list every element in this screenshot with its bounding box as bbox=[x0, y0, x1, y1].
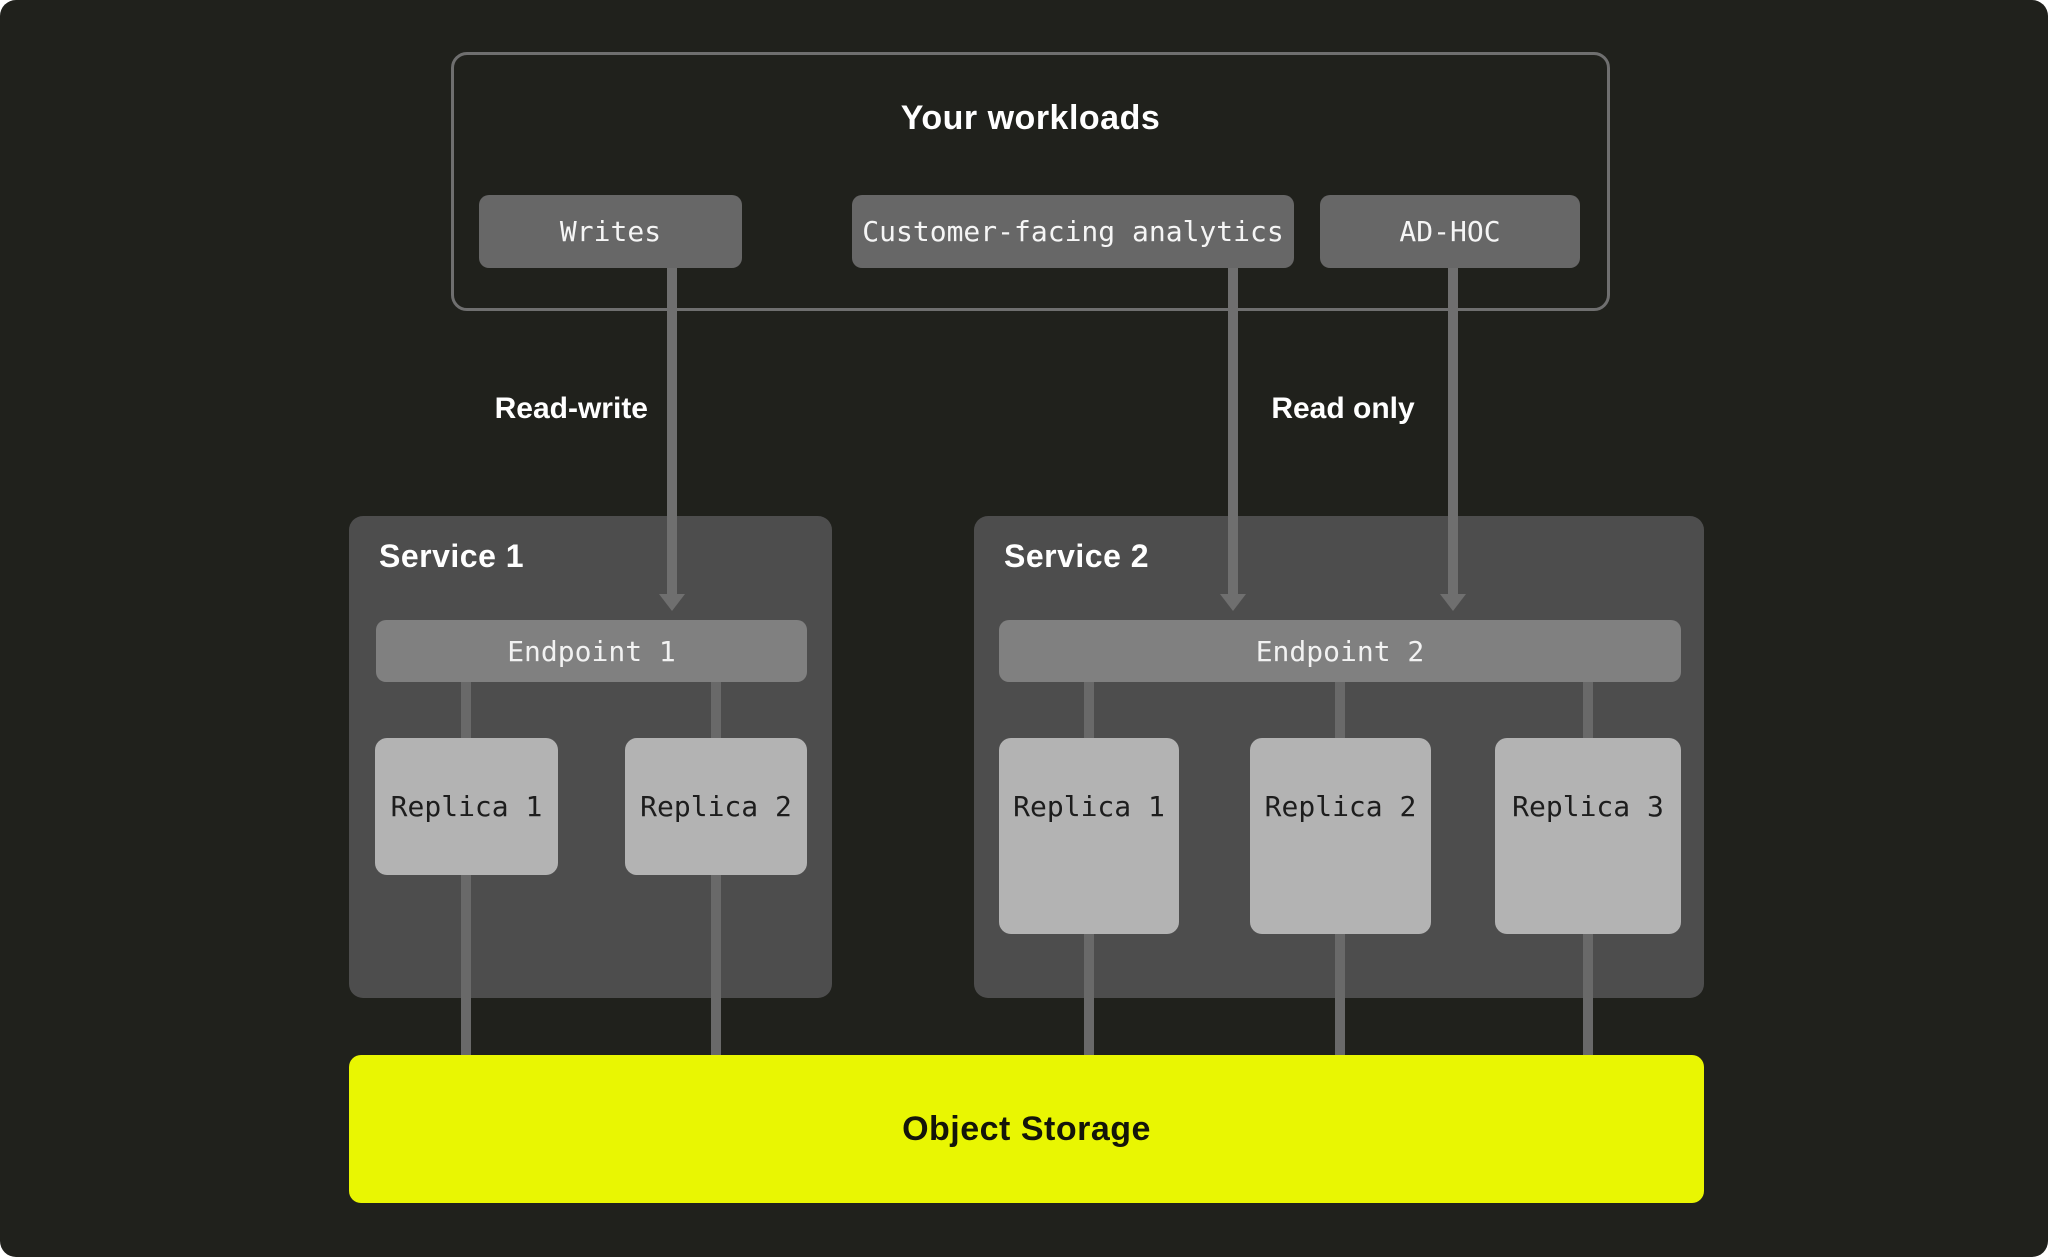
arrow-adhoc-to-endpoint2 bbox=[1448, 268, 1458, 594]
service-1-title: Service 1 bbox=[379, 538, 525, 574]
service-1-replica-1: Replica 1 bbox=[375, 738, 558, 875]
service-2-group: Service 2 Endpoint 2 Replica 1 Replica 2… bbox=[974, 516, 1704, 998]
object-storage-bar: Object Storage bbox=[349, 1055, 1704, 1203]
workload-customer-facing-analytics: Customer-facing analytics bbox=[852, 195, 1294, 268]
read-only-label: Read only bbox=[1271, 392, 1415, 425]
arrow-writes-to-endpoint1 bbox=[667, 268, 677, 594]
arrowhead-analytics-to-endpoint2 bbox=[1220, 594, 1246, 611]
service-1-endpoint: Endpoint 1 bbox=[376, 620, 807, 682]
service-2-replica-1: Replica 1 bbox=[999, 738, 1179, 934]
read-write-label: Read-write bbox=[494, 392, 648, 425]
workload-ad-hoc: AD-HOC bbox=[1320, 195, 1580, 268]
service-2-title: Service 2 bbox=[1004, 538, 1150, 574]
workload-writes: Writes bbox=[479, 195, 742, 268]
arrow-analytics-to-endpoint2 bbox=[1228, 268, 1238, 594]
service-2-replica-2: Replica 2 bbox=[1250, 738, 1431, 934]
service-1-group: Service 1 Endpoint 1 Replica 1 Replica 2 bbox=[349, 516, 832, 998]
arrowhead-writes-to-endpoint1 bbox=[659, 594, 685, 611]
workloads-group: Your workloads Writes Customer-facing an… bbox=[451, 52, 1610, 311]
arrowhead-adhoc-to-endpoint2 bbox=[1440, 594, 1466, 611]
service-2-endpoint: Endpoint 2 bbox=[999, 620, 1681, 682]
service-2-replica-3: Replica 3 bbox=[1495, 738, 1681, 934]
workloads-title: Your workloads bbox=[900, 99, 1161, 137]
service-1-replica-2: Replica 2 bbox=[625, 738, 807, 875]
